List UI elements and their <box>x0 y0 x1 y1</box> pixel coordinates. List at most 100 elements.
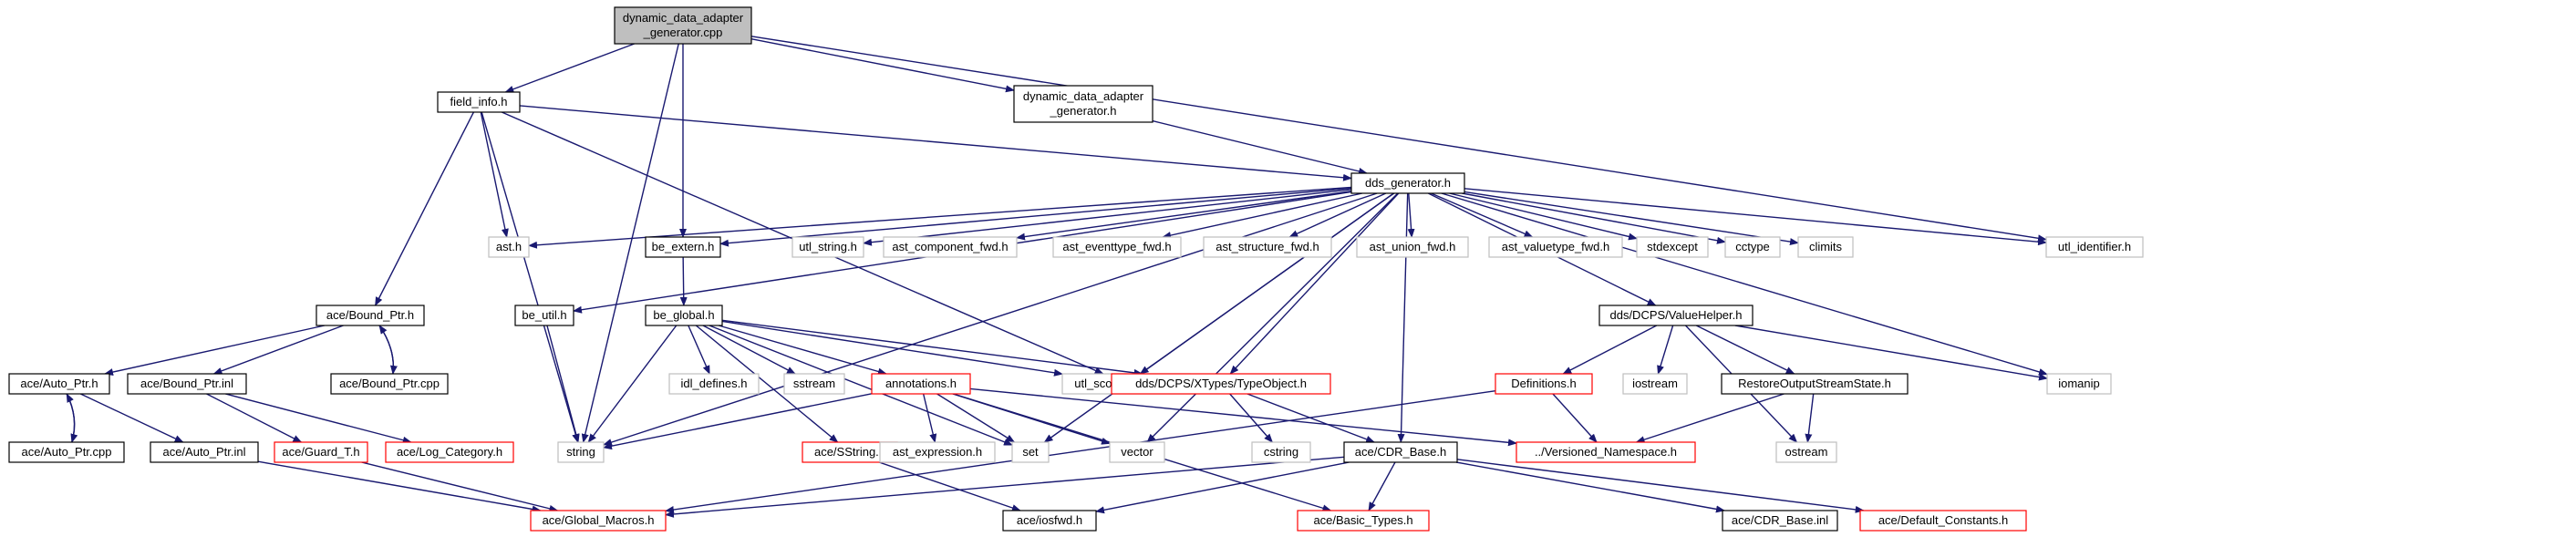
edge-dds_generator-to-type_object <box>1229 192 1400 375</box>
node-ace-bound-ptr-cpp[interactable]: ace/Bound_Ptr.cpp <box>330 373 449 395</box>
node-label: ace/SString.h <box>814 445 885 459</box>
node-box <box>2045 236 2144 258</box>
edge-dds_generator-to-iomanip <box>1441 192 2048 376</box>
edge-ace_auto_ptr_inl-to-ace_global_macros <box>257 460 542 513</box>
node-stdexcept: stdexcept <box>1636 236 1709 258</box>
node-label: ace/Auto_Ptr.h <box>20 377 98 390</box>
node-annotations[interactable]: annotations.h <box>871 373 971 395</box>
node-cdr-base-h[interactable]: ace/CDR_Base.h <box>1343 441 1458 463</box>
edge-annotations-to-set <box>936 393 1016 443</box>
node-box <box>668 373 760 395</box>
edge-root-to-string <box>581 43 679 443</box>
edge-dds_generator-to-cdr_base_h <box>1397 192 1409 443</box>
node-ace-log-category[interactable]: ace/Log_Category.h <box>385 441 514 463</box>
node-box <box>645 305 723 326</box>
edge-be_extern-to-be_global <box>679 256 688 306</box>
node-label: ace/Basic_Types.h <box>1313 513 1412 527</box>
edge-ace_bound_ptr_inl-to-ace_guard_t <box>206 393 303 443</box>
node-cdr-base-inl[interactable]: ace/CDR_Base.inl <box>1722 510 1838 532</box>
node-label: annotations.h <box>885 377 957 390</box>
node-box <box>1251 441 1311 463</box>
edge-be_util-to-string <box>546 325 580 443</box>
node-box <box>1622 373 1688 395</box>
node-box <box>614 6 752 45</box>
node-ace-guard-t[interactable]: ace/Guard_T.h <box>274 441 368 463</box>
edge-field_info-to-dds_generator <box>519 105 1352 181</box>
node-versioned-ns[interactable]: ../Versioned_Namespace.h <box>1516 441 1696 463</box>
node-box <box>274 441 368 463</box>
node-label: ast_structure_fwd.h <box>1216 240 1319 253</box>
edge-dds_generator-to-ast_structure_fwd <box>1288 192 1387 238</box>
node-ace-basic-types[interactable]: ace/Basic_Types.h <box>1297 510 1430 532</box>
edge-definitions-to-versioned_ns <box>1552 393 1598 443</box>
node-label: ace/CDR_Base.inl <box>1732 513 1828 527</box>
node-box <box>791 236 864 258</box>
node-field-info[interactable]: field_info.h <box>437 91 521 113</box>
edge-dds_generator-to-ast_component_fwd <box>1016 190 1352 241</box>
node-root[interactable]: dynamic_data_adapter_generator.cpp <box>614 6 752 45</box>
edge-value_helper-to-definitions <box>1562 325 1658 375</box>
node-label: RestoreOutputStreamState.h <box>1738 377 1891 390</box>
node-box <box>1721 373 1909 395</box>
node-ace-auto-ptr-cpp[interactable]: ace/Auto_Ptr.cpp <box>8 441 125 463</box>
edge-restore_oss-to-versioned_ns <box>1635 393 1785 444</box>
node-label: field_info.h <box>450 95 508 108</box>
node-sstream: sstream <box>783 373 845 395</box>
node-ace-global-macros[interactable]: ace/Global_Macros.h <box>530 510 667 532</box>
node-label: be_extern.h <box>652 240 715 253</box>
node-label: _generator.cpp <box>643 26 723 39</box>
node-label: dds/DCPS/XTypes/TypeObject.h <box>1135 377 1307 390</box>
node-idl-defines: idl_defines.h <box>668 373 760 395</box>
node-label: ace/Global_Macros.h <box>543 513 655 527</box>
node-label: vector <box>1121 445 1154 459</box>
node-ace-bound-ptr-h[interactable]: ace/Bound_Ptr.h <box>316 305 425 326</box>
node-box <box>1002 510 1097 532</box>
node-box <box>557 441 605 463</box>
edge-be_global-to-string <box>587 325 678 443</box>
node-climits: climits <box>1797 236 1854 258</box>
edge-value_helper-to-iostream <box>1657 325 1674 375</box>
node-dda-gen-h[interactable]: dynamic_data_adapter_generator.h <box>1013 85 1154 123</box>
node-value-helper[interactable]: dds/DCPS/ValueHelper.h <box>1598 305 1754 326</box>
node-ast-expression: ast_expression.h <box>879 441 996 463</box>
edge-ace_bound_ptr_inl-to-ace_log_category <box>225 393 412 444</box>
node-ace-bound-ptr-inl[interactable]: ace/Bound_Ptr.inl <box>127 373 247 395</box>
node-dds-generator[interactable]: dds_generator.h <box>1350 172 1465 194</box>
node-ace-auto-ptr-inl[interactable]: ace/Auto_Ptr.inl <box>150 441 259 463</box>
node-box <box>437 91 521 113</box>
node-box <box>1636 236 1709 258</box>
node-ast-valuetype-fwd: ast_valuetype_fwd.h <box>1488 236 1623 258</box>
node-box <box>883 236 1018 258</box>
edge-field_info-to-ace_bound_ptr_h <box>374 111 475 306</box>
node-label: ace/Bound_Ptr.inl <box>140 377 233 390</box>
node-be-global[interactable]: be_global.h <box>645 305 723 326</box>
node-default-constants[interactable]: ace/Default_Constants.h <box>1859 510 2027 532</box>
node-box <box>1109 441 1165 463</box>
node-be-extern[interactable]: be_extern.h <box>645 236 721 258</box>
node-ast-union-fwd: ast_union_fwd.h <box>1356 236 1469 258</box>
node-label: Definitions.h <box>1511 377 1577 390</box>
edge-be_global-to-set <box>709 325 1013 446</box>
edge-ace_bound_ptr_cpp-to-ace_bound_ptr_h <box>378 325 395 375</box>
node-definitions[interactable]: Definitions.h <box>1495 373 1593 395</box>
node-label: ast_expression.h <box>893 445 982 459</box>
node-ace-sstring[interactable]: ace/SString.h <box>802 441 898 463</box>
edge-be_global-to-idl_defines <box>688 325 710 375</box>
node-box <box>330 373 449 395</box>
edge-root-to-dda_gen_h <box>750 38 1015 93</box>
node-ace-iosfwd[interactable]: ace/iosfwd.h <box>1002 510 1097 532</box>
edge-be_global-to-annotations <box>718 325 887 376</box>
node-ace-auto-ptr-h[interactable]: ace/Auto_Ptr.h <box>8 373 110 395</box>
node-label: ast.h <box>496 240 522 253</box>
node-restore-oss[interactable]: RestoreOutputStreamState.h <box>1721 373 1909 395</box>
edge-ace_auto_ptr_cpp-to-ace_auto_ptr_h <box>66 393 76 443</box>
edge-root-to-field_info <box>504 43 635 93</box>
node-set: set <box>1011 441 1050 463</box>
edge-root-to-utl_identifier <box>750 36 2047 243</box>
node-type-object[interactable]: dds/DCPS/XTypes/TypeObject.h <box>1111 373 1331 395</box>
edge-dds_generator-to-string <box>603 192 1378 446</box>
node-box <box>1203 236 1332 258</box>
node-be-util[interactable]: be_util.h <box>514 305 574 326</box>
node-label: ace/Default_Constants.h <box>1878 513 2008 527</box>
